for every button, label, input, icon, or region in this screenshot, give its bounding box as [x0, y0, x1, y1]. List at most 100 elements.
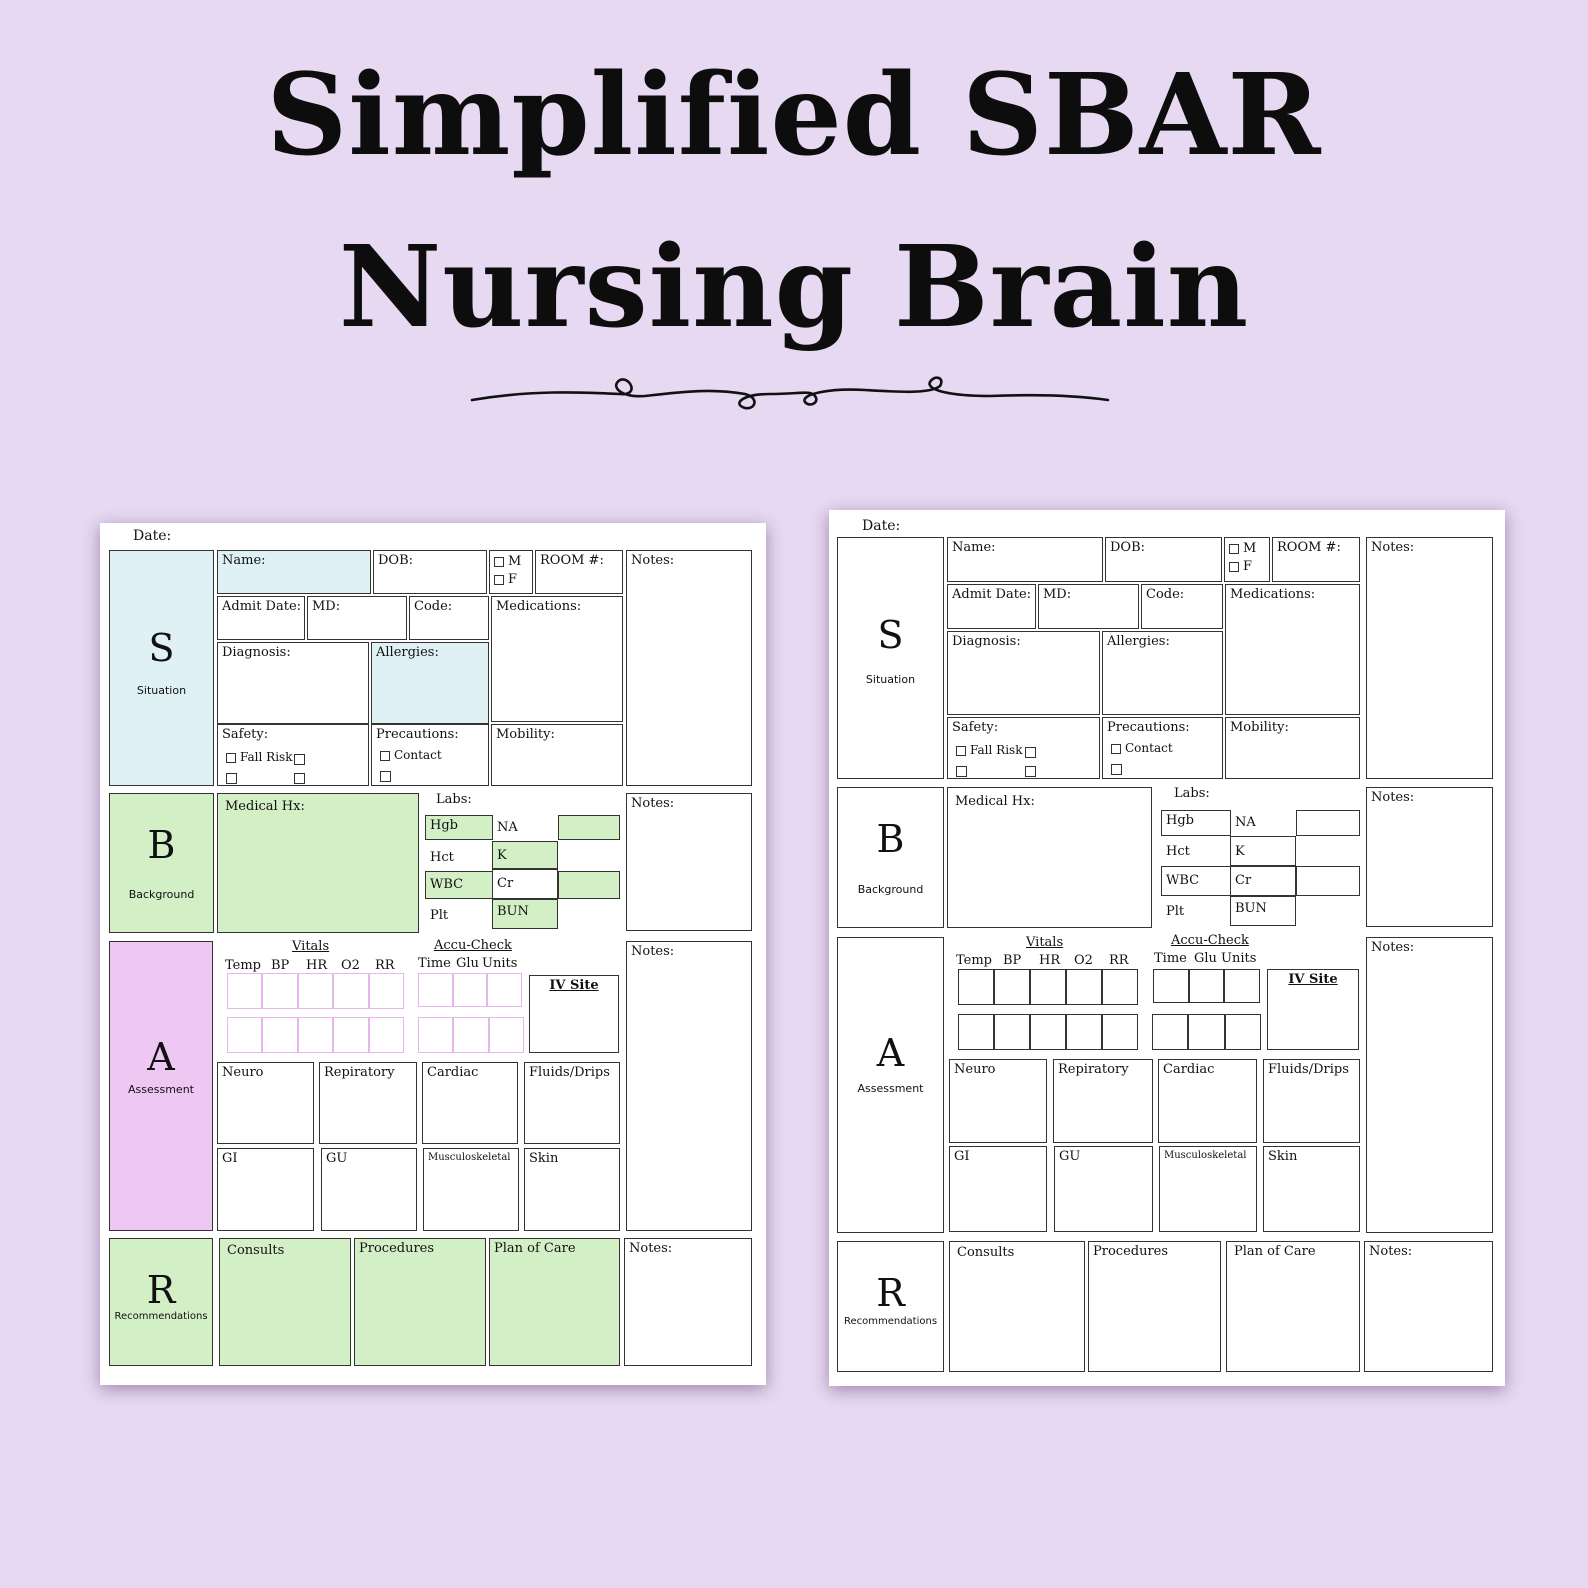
diagnosis-field[interactable]: Diagnosis: [217, 642, 369, 724]
notes-r[interactable]: Notes: [1364, 1241, 1493, 1372]
checkbox-safety-4[interactable] [294, 773, 305, 784]
lab-na[interactable]: NA [1235, 815, 1256, 830]
medications-field[interactable]: Medications: [491, 596, 623, 722]
notes-b[interactable]: Notes: [1366, 787, 1493, 927]
lab-cr-value[interactable] [558, 871, 620, 899]
accu-cell[interactable] [1224, 1014, 1261, 1050]
accu-cell[interactable] [452, 973, 488, 1007]
gu-field[interactable]: GU [321, 1148, 417, 1231]
vitals-cell[interactable] [227, 1017, 263, 1053]
gu-field[interactable]: GU [1054, 1146, 1153, 1232]
lab-cr[interactable]: Cr [1230, 866, 1296, 896]
consults-field[interactable]: Consults [219, 1238, 351, 1366]
accu-cell[interactable] [488, 1017, 524, 1053]
lab-wbc[interactable]: WBC [425, 871, 493, 899]
md-field[interactable]: MD: [1038, 584, 1139, 629]
lab-hgb[interactable]: Hgb [1161, 810, 1231, 836]
accu-cell[interactable] [1153, 969, 1189, 1003]
checkbox-safety-3[interactable] [226, 773, 237, 784]
room-field[interactable]: ROOM #: [1272, 537, 1360, 582]
lab-cr[interactable]: Cr [492, 869, 558, 899]
lab-hgb[interactable]: Hgb [425, 815, 493, 840]
accu-cell[interactable] [453, 1017, 489, 1053]
lab-hct[interactable]: Hct [430, 850, 454, 865]
iv-site-field[interactable]: IV Site [1267, 969, 1359, 1050]
cardiac-field[interactable]: Cardiac [422, 1062, 518, 1144]
notes-r[interactable]: Notes: [624, 1238, 752, 1366]
vitals-cell[interactable] [227, 973, 263, 1009]
vitals-cell[interactable] [1102, 1014, 1138, 1050]
checkbox-f[interactable] [494, 574, 504, 585]
checkbox-safety-4[interactable] [1025, 766, 1036, 777]
vitals-cell[interactable] [1030, 1014, 1066, 1050]
vitals-cell[interactable] [994, 969, 1030, 1005]
procedures-field[interactable]: Procedures [1088, 1241, 1221, 1372]
checkbox-contact[interactable] [380, 750, 390, 761]
notes-a[interactable]: Notes: [1366, 937, 1493, 1233]
checkbox-safety-2[interactable] [294, 754, 305, 765]
room-field[interactable]: ROOM #: [535, 550, 623, 594]
notes-b[interactable]: Notes: [626, 793, 752, 931]
vitals-cell[interactable] [1066, 1014, 1102, 1050]
respiratory-field[interactable]: Repiratory [1053, 1059, 1153, 1143]
lab-na-value[interactable] [558, 815, 620, 840]
fluids-field[interactable]: Fluids/Drips [524, 1062, 620, 1144]
checkbox-precaution-2[interactable] [1111, 764, 1122, 775]
checkbox-m[interactable] [1229, 543, 1239, 554]
vitals-cell[interactable] [1102, 969, 1138, 1005]
checkbox-safety-3[interactable] [956, 766, 967, 777]
dob-field[interactable]: DOB: [1105, 537, 1222, 582]
admit-date-field[interactable]: Admit Date: [947, 584, 1036, 629]
lab-bun[interactable]: BUN [1230, 896, 1296, 926]
accu-cell[interactable] [1188, 1014, 1225, 1050]
consults-field[interactable]: Consults [949, 1241, 1085, 1372]
notes-s[interactable]: Notes: [1366, 537, 1493, 779]
vitals-cell[interactable] [333, 1017, 369, 1053]
lab-hct[interactable]: Hct [1166, 844, 1190, 859]
checkbox-fall-risk[interactable] [226, 752, 236, 763]
accu-cell[interactable] [1224, 969, 1261, 1003]
checkbox-f[interactable] [1229, 561, 1239, 572]
checkbox-m[interactable] [494, 556, 504, 567]
name-field[interactable]: Name: [947, 537, 1103, 582]
checkbox-fall-risk[interactable] [956, 745, 966, 756]
cardiac-field[interactable]: Cardiac [1158, 1059, 1257, 1143]
lab-cr-value[interactable] [1296, 866, 1360, 896]
gi-field[interactable]: GI [217, 1148, 314, 1231]
medical-hx-field[interactable]: Medical Hx: [947, 787, 1152, 928]
lab-k[interactable]: K [1230, 836, 1296, 866]
checkbox-contact[interactable] [1111, 743, 1121, 754]
vitals-cell[interactable] [262, 1017, 298, 1053]
musculoskeletal-field[interactable]: Musculoskeletal [1159, 1146, 1257, 1232]
plan-of-care-field[interactable]: Plan of Care [1226, 1241, 1360, 1372]
lab-bun[interactable]: BUN [492, 899, 558, 929]
code-field[interactable]: Code: [409, 596, 489, 640]
vitals-cell[interactable] [1066, 969, 1102, 1005]
checkbox-precaution-2[interactable] [380, 771, 391, 782]
notes-s[interactable]: Notes: [626, 550, 752, 786]
respiratory-field[interactable]: Repiratory [319, 1062, 417, 1144]
accu-cell[interactable] [487, 973, 523, 1007]
vitals-cell[interactable] [368, 1017, 405, 1053]
skin-field[interactable]: Skin [1263, 1146, 1360, 1232]
procedures-field[interactable]: Procedures [354, 1238, 486, 1366]
accu-cell[interactable] [418, 1017, 454, 1053]
vitals-cell[interactable] [958, 969, 994, 1005]
accu-cell[interactable] [418, 973, 453, 1007]
admit-date-field[interactable]: Admit Date: [217, 596, 305, 640]
vitals-cell[interactable] [958, 1014, 994, 1050]
lab-k[interactable]: K [492, 841, 558, 869]
code-field[interactable]: Code: [1141, 584, 1223, 629]
diagnosis-field[interactable]: Diagnosis: [947, 631, 1100, 715]
lab-plt[interactable]: Plt [430, 908, 449, 923]
vitals-cell[interactable] [333, 973, 369, 1009]
vitals-cell[interactable] [994, 1014, 1030, 1050]
md-field[interactable]: MD: [307, 596, 407, 640]
accu-cell[interactable] [1188, 969, 1225, 1003]
lab-plt[interactable]: Plt [1166, 904, 1185, 919]
plan-of-care-field[interactable]: Plan of Care [489, 1238, 620, 1366]
medical-hx-field[interactable]: Medical Hx: [217, 793, 419, 933]
vitals-cell[interactable] [297, 1017, 334, 1053]
name-field[interactable]: Name: [217, 550, 371, 594]
notes-a[interactable]: Notes: [626, 941, 752, 1231]
